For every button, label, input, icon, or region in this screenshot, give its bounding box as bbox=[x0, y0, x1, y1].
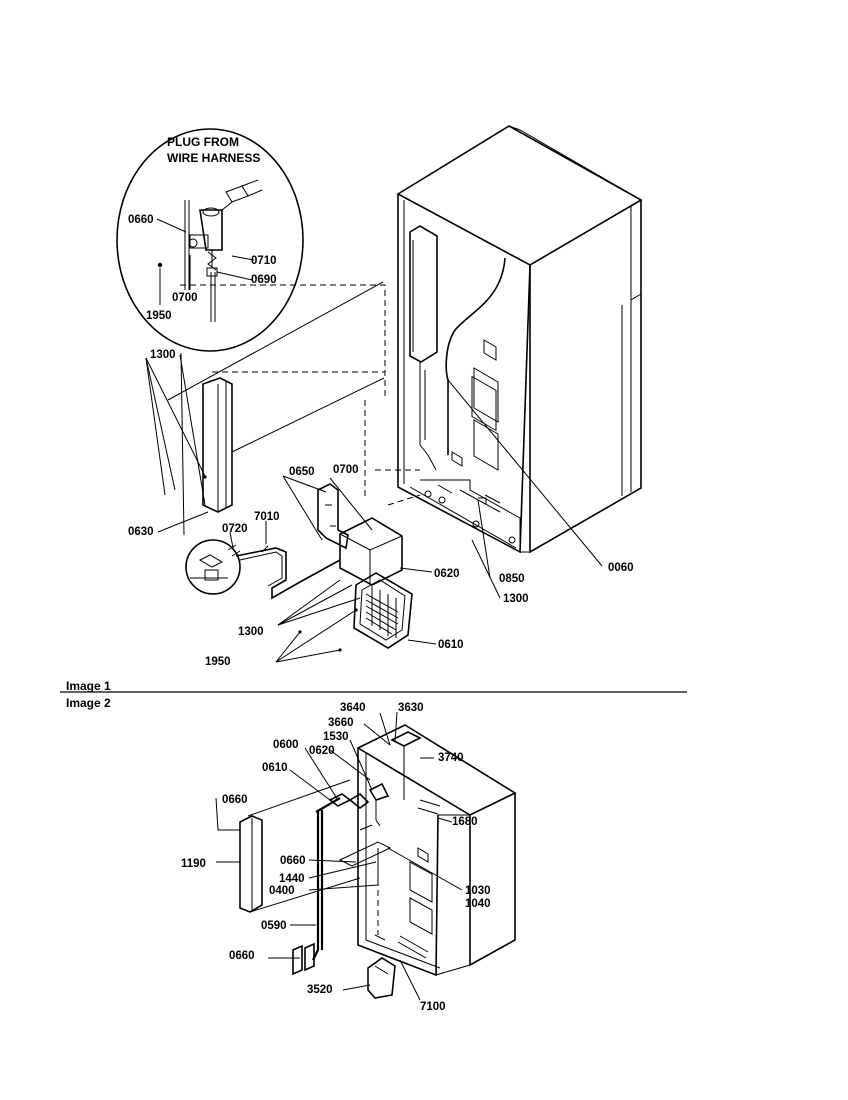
label-0610: 0610 bbox=[438, 639, 464, 651]
label-0700: 0700 bbox=[333, 464, 359, 476]
label-3660: 3660 bbox=[328, 717, 354, 729]
label-0720: 0720 bbox=[222, 523, 248, 535]
label-1300-top: 1300 bbox=[150, 349, 176, 361]
bracket bbox=[317, 483, 349, 550]
label-1300-bottom: 1300 bbox=[238, 626, 264, 638]
label-0620-2: 0620 bbox=[309, 745, 335, 757]
label-7100: 7100 bbox=[420, 1001, 446, 1013]
bottom-bracket bbox=[292, 942, 315, 976]
label-0710: 0710 bbox=[251, 255, 277, 267]
label-1300-right: 1300 bbox=[503, 593, 529, 605]
grille bbox=[353, 572, 413, 649]
image2-caption: Image 2 bbox=[66, 696, 111, 710]
projection-lines-2 bbox=[239, 779, 379, 935]
label-0700-inset: 0700 bbox=[172, 292, 198, 304]
image1-diagram: PLUG FROM WIRE HARNESS 0660 0710 0690 07… bbox=[116, 125, 643, 668]
label-0650: 0650 bbox=[289, 466, 315, 478]
label-1680: 1680 bbox=[452, 816, 478, 828]
label-3630: 3630 bbox=[398, 702, 424, 714]
label-0060: 0060 bbox=[608, 562, 634, 574]
leader-lines-image1 bbox=[145, 218, 603, 663]
label-1530: 1530 bbox=[323, 731, 349, 743]
tubing bbox=[235, 545, 341, 600]
label-0590: 0590 bbox=[261, 920, 287, 932]
label-0660-bottom: 0660 bbox=[229, 950, 255, 962]
refrigerator-cabinet-2 bbox=[356, 724, 517, 977]
drain-pan bbox=[367, 957, 396, 999]
label-1440: 1440 bbox=[279, 873, 305, 885]
image2-diagram: 3640 3630 3660 1530 0600 0620 3740 0610 … bbox=[181, 702, 517, 1013]
label-0620: 0620 bbox=[434, 568, 460, 580]
projection-lines bbox=[167, 281, 421, 506]
label-0630: 0630 bbox=[128, 526, 154, 538]
label-0600: 0600 bbox=[273, 739, 299, 751]
label-0610-2: 0610 bbox=[262, 762, 288, 774]
label-0690: 0690 bbox=[251, 274, 277, 286]
label-1040: 1040 bbox=[465, 898, 491, 910]
label-0850: 0850 bbox=[499, 573, 525, 585]
label-0660-top: 0660 bbox=[222, 794, 248, 806]
label-3740: 3740 bbox=[438, 752, 464, 764]
leader-lines-image2 bbox=[215, 711, 463, 1001]
inset-title-line2: WIRE HARNESS bbox=[167, 151, 260, 165]
label-3520: 3520 bbox=[307, 984, 333, 996]
label-1030: 1030 bbox=[465, 885, 491, 897]
inset-detail-circle bbox=[116, 128, 304, 352]
label-7010: 7010 bbox=[254, 511, 280, 523]
valve-detail-circle bbox=[185, 539, 241, 595]
label-0660-mid: 0660 bbox=[280, 855, 306, 867]
rear-cover-panel bbox=[202, 377, 233, 513]
label-1950: 1950 bbox=[205, 656, 231, 668]
label-0660-inset: 0660 bbox=[128, 214, 154, 226]
image1-caption: Image 1 bbox=[66, 679, 111, 693]
label-1950-inset: 1950 bbox=[146, 310, 172, 322]
refrigerator-cabinet bbox=[396, 125, 643, 554]
label-1190: 1190 bbox=[181, 858, 206, 870]
side-panel bbox=[239, 815, 263, 913]
label-0400: 0400 bbox=[269, 885, 295, 897]
electrical-box bbox=[339, 517, 403, 586]
label-3640: 3640 bbox=[340, 702, 366, 714]
inset-title-line1: PLUG FROM bbox=[167, 135, 239, 149]
